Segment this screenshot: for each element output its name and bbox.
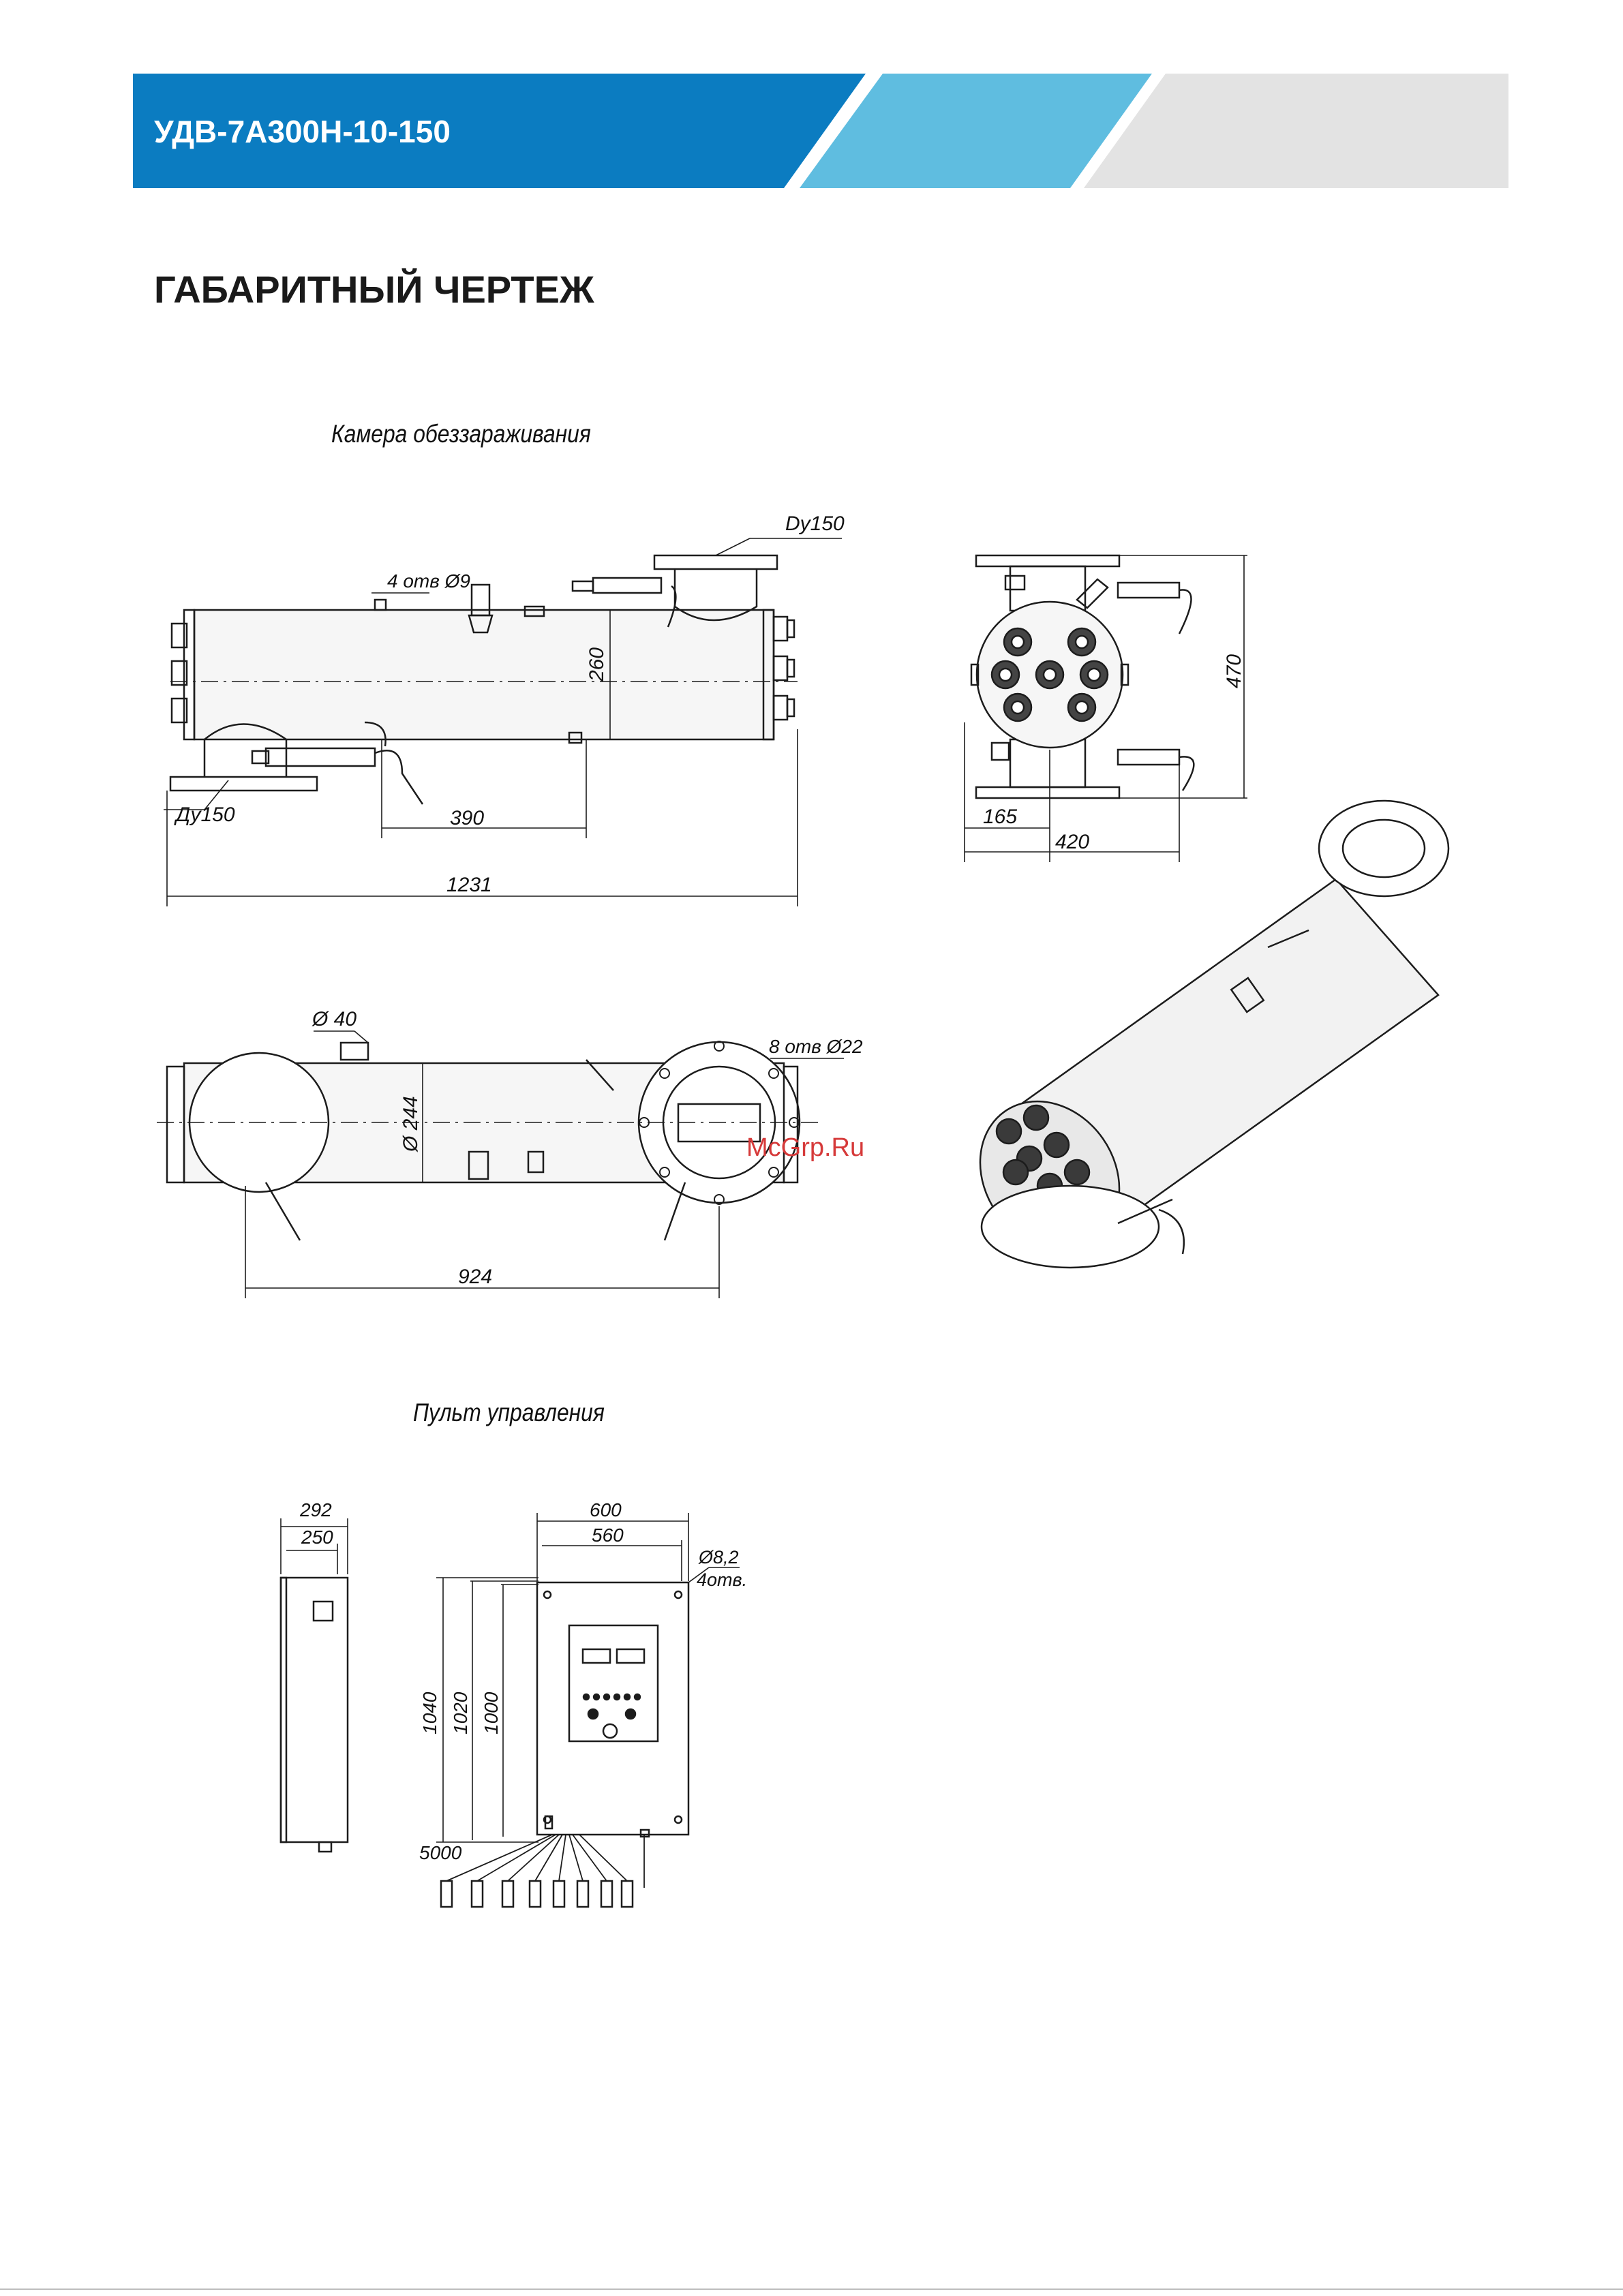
- dim-end-width: 420: [1055, 831, 1089, 853]
- dim-side-dy150-bottom: Ду150: [174, 803, 235, 826]
- dim-end-offset: 165: [983, 806, 1017, 828]
- dim-end-height: 470: [1223, 654, 1245, 688]
- dim-side-holes: 4 отв Ø9: [387, 570, 470, 592]
- chamber-isometric-view: [952, 801, 1448, 1277]
- dim-side-height: 260: [586, 647, 608, 682]
- dim-cabinet-width-inner: 560: [592, 1525, 624, 1546]
- dim-cabinet-width-outer: 600: [590, 1499, 622, 1520]
- chamber-top-view: [157, 1031, 844, 1298]
- dim-side-inner: 390: [450, 807, 484, 829]
- dim-cabinet-mount-hole: Ø8,2: [698, 1547, 739, 1567]
- dim-cabinet-h1020: 1020: [450, 1692, 471, 1734]
- dim-cabinet-depth-inner: 250: [301, 1527, 333, 1548]
- cabinet-side-view: [281, 1518, 348, 1852]
- dim-top-diam: Ø 244: [399, 1096, 422, 1152]
- dim-cabinet-depth-outer: 292: [299, 1499, 332, 1520]
- dim-top-length: 924: [458, 1266, 492, 1288]
- dim-cabinet-h1000: 1000: [481, 1692, 502, 1734]
- dim-top-hole: Ø 40: [312, 1008, 357, 1030]
- dim-top-holes: 8 отв Ø22: [769, 1036, 863, 1057]
- dim-side-dy150-top: Dy150: [785, 512, 845, 535]
- dim-side-overall: 1231: [446, 874, 492, 896]
- dim-cabinet-mount-count: 4отв.: [697, 1570, 747, 1590]
- watermark: McGrp.Ru: [746, 1133, 864, 1162]
- dim-cabinet-cable: 5000: [419, 1842, 462, 1863]
- footer-line: [0, 2289, 1623, 2290]
- chamber-side-view: [164, 538, 842, 906]
- dim-cabinet-h1040: 1040: [419, 1692, 440, 1734]
